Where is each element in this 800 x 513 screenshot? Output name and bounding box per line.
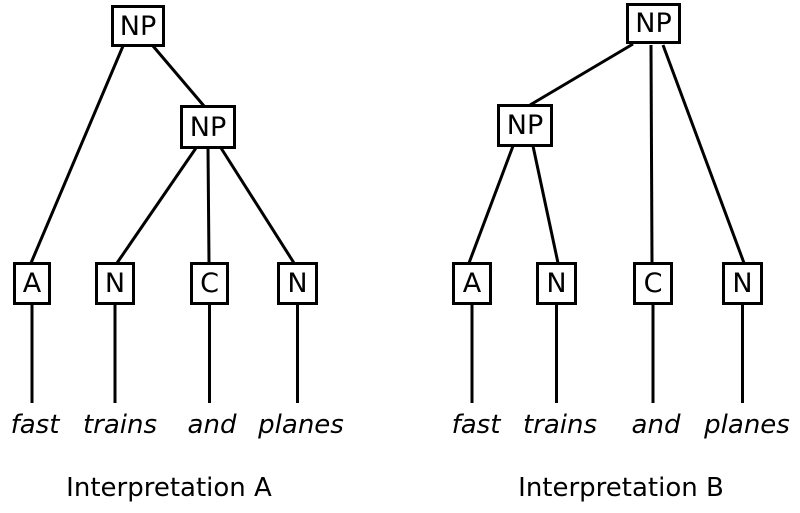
tree-edge [661,44,746,264]
tree-b-leaf-conjunction-node: C [633,262,673,305]
tree-edge [29,45,125,264]
tree-edge [529,42,634,107]
tree-b-leaf-adjective-node: A [452,262,492,305]
tree-a-word-planes: planes [258,410,344,440]
tree-edge [531,145,560,264]
tree-b-word-planes: planes [704,410,790,440]
tree-a-leaf-conjunction-node: C [190,262,229,305]
tree-a-word-trains: trains [82,410,158,440]
tree-edge [151,45,206,107]
tree-a-word-and: and [187,410,237,440]
tree-b-word-and: and [631,410,681,440]
tree-a-inner-np-node: NP [180,105,236,149]
tree-edge [649,44,654,264]
tree-b-caption: Interpretation B [518,473,724,503]
tree-a-caption: Interpretation A [66,473,272,503]
tree-a-leaf-noun2-node: N [277,262,318,305]
tree-b-leaf-noun1-node: N [536,262,577,305]
tree-a-leaf-noun1-node: N [95,262,135,305]
tree-a-leaf-adjective-node: A [13,262,51,305]
tree-a-word-fast: fast [10,410,60,440]
tree-b-word-fast: fast [451,410,501,440]
tree-edge [206,147,211,264]
tree-edge [219,147,296,264]
tree-edge [115,147,198,264]
tree-b-inner-np-node: NP [497,104,553,147]
tree-a-root-np-node: NP [111,5,165,47]
tree-b-leaf-noun2-node: N [722,262,763,305]
tree-b-root-np-node: NP [626,3,681,44]
tree-b-word-trains: trains [522,410,598,440]
tree-edge [467,145,515,264]
